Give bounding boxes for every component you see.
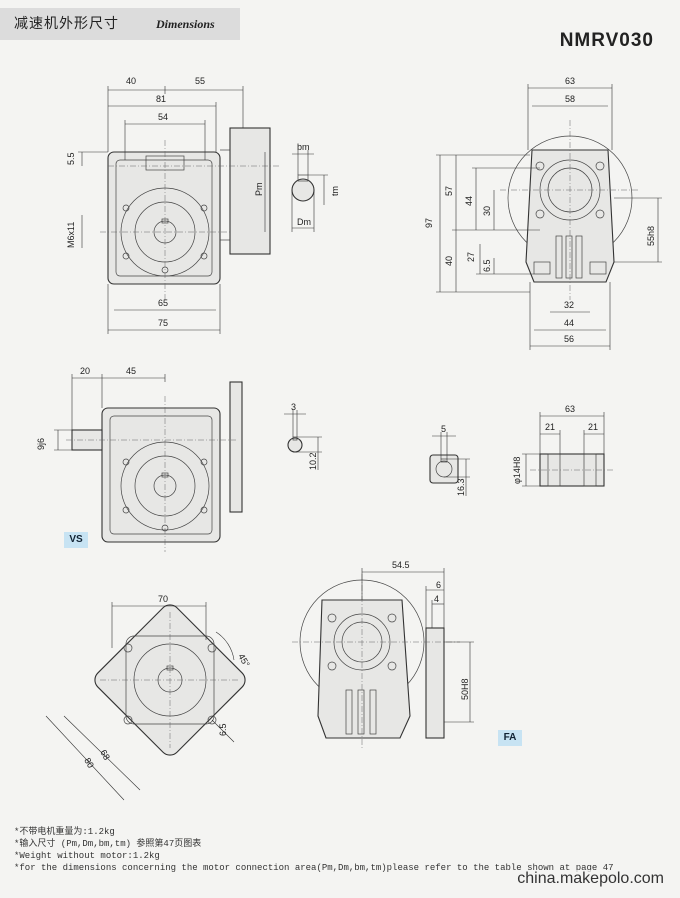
note-weight-cn: *不带电机重量为:1.2kg — [14, 827, 115, 837]
dim-side-30: 30 — [482, 206, 492, 216]
dim-side-58: 58 — [565, 94, 575, 104]
dim-flange-6-5: 6.5 — [218, 723, 228, 736]
vs-view — [54, 374, 243, 552]
dim-flange-45deg: 45° — [236, 652, 252, 669]
dim-front-54: 54 — [158, 112, 168, 122]
dim-front-55: 55 — [195, 76, 205, 86]
dim-side-44-bottom: 44 — [564, 318, 574, 328]
dim-side-57: 57 — [444, 186, 454, 196]
dim-flange-70: 70 — [158, 594, 168, 604]
dim-vs-20: 20 — [80, 366, 90, 376]
header-title-en: Dimensions — [156, 8, 240, 40]
dim-vs-key-10-2: 10.2 — [308, 452, 318, 470]
dim-shaft-21-left: 21 — [545, 422, 555, 432]
dim-fa-50h8: 50H8 — [460, 678, 470, 700]
note-input-en: *for the dimensions concerning the motor… — [14, 863, 614, 873]
dim-side-32: 32 — [564, 300, 574, 310]
dim-front-81: 81 — [156, 94, 166, 104]
dim-side-6-5: 6.5 — [482, 259, 492, 272]
dim-vs-45: 45 — [126, 366, 136, 376]
dim-shaft-63: 63 — [565, 404, 575, 414]
dim-fa-6: 6 — [436, 580, 441, 590]
dim-output-key-5: 5 — [441, 424, 446, 434]
model-code: NMRV030 — [559, 30, 654, 51]
vs-key — [284, 410, 322, 470]
dim-flange-68: 68 — [98, 748, 112, 762]
dim-side-97: 97 — [424, 218, 434, 228]
front-flange — [229, 127, 271, 255]
dim-front-65: 65 — [158, 298, 168, 308]
front-housing — [107, 151, 221, 285]
dim-vs-9j6: 9j6 — [36, 438, 46, 450]
dim-shaft-phi14h8: φ14H8 — [512, 457, 522, 484]
dim-side-44: 44 — [464, 196, 474, 206]
hollow-shaft-view — [522, 412, 614, 487]
motor-keyhole — [291, 150, 328, 232]
dim-fa-4: 4 — [434, 594, 439, 604]
dim-shaft-21-right: 21 — [588, 422, 598, 432]
side-view — [436, 84, 662, 350]
dim-side-56: 56 — [564, 334, 574, 344]
output-key — [429, 432, 470, 496]
dim-front-pm: Pm — [254, 183, 264, 197]
dim-side-27: 27 — [466, 252, 476, 262]
watermark-text: china.makepolo.com — [515, 870, 666, 888]
dim-flange-80: 80 — [82, 756, 96, 770]
note-input-cn: *输入尺寸 (Pm,Dm,bm,tm) 参照第47页图表 — [14, 839, 202, 849]
dim-tm: tm — [330, 186, 340, 196]
footnotes: *不带电机重量为:1.2kg *输入尺寸 (Pm,Dm,bm,tm) 参照第47页… — [14, 826, 614, 874]
dim-front-75: 75 — [158, 318, 168, 328]
dim-front-m6x11: M6x11 — [66, 222, 76, 248]
dim-vs-key-3: 3 — [291, 402, 296, 412]
dim-side-63: 63 — [565, 76, 575, 86]
dim-front-40: 40 — [126, 76, 136, 86]
dim-front-5-5: 5.5 — [66, 152, 76, 165]
note-weight-en: *Weight without motor:1.2kg — [14, 851, 160, 861]
front-view — [78, 86, 280, 334]
fa-view — [292, 568, 474, 750]
dim-bm: bm — [297, 142, 310, 152]
dim-side-40: 40 — [444, 256, 454, 266]
fa-label: FA — [498, 730, 522, 746]
dim-side-55h8: 55h8 — [646, 226, 656, 246]
vs-label: VS — [64, 532, 88, 548]
dim-output-key-16-3: 16.3 — [456, 478, 466, 496]
header-title-cn: 减速机外形尺寸 — [0, 8, 156, 40]
dim-dm: Dm — [297, 217, 311, 227]
flange-view — [45, 602, 246, 801]
dim-fa-54-5: 54.5 — [392, 560, 410, 570]
